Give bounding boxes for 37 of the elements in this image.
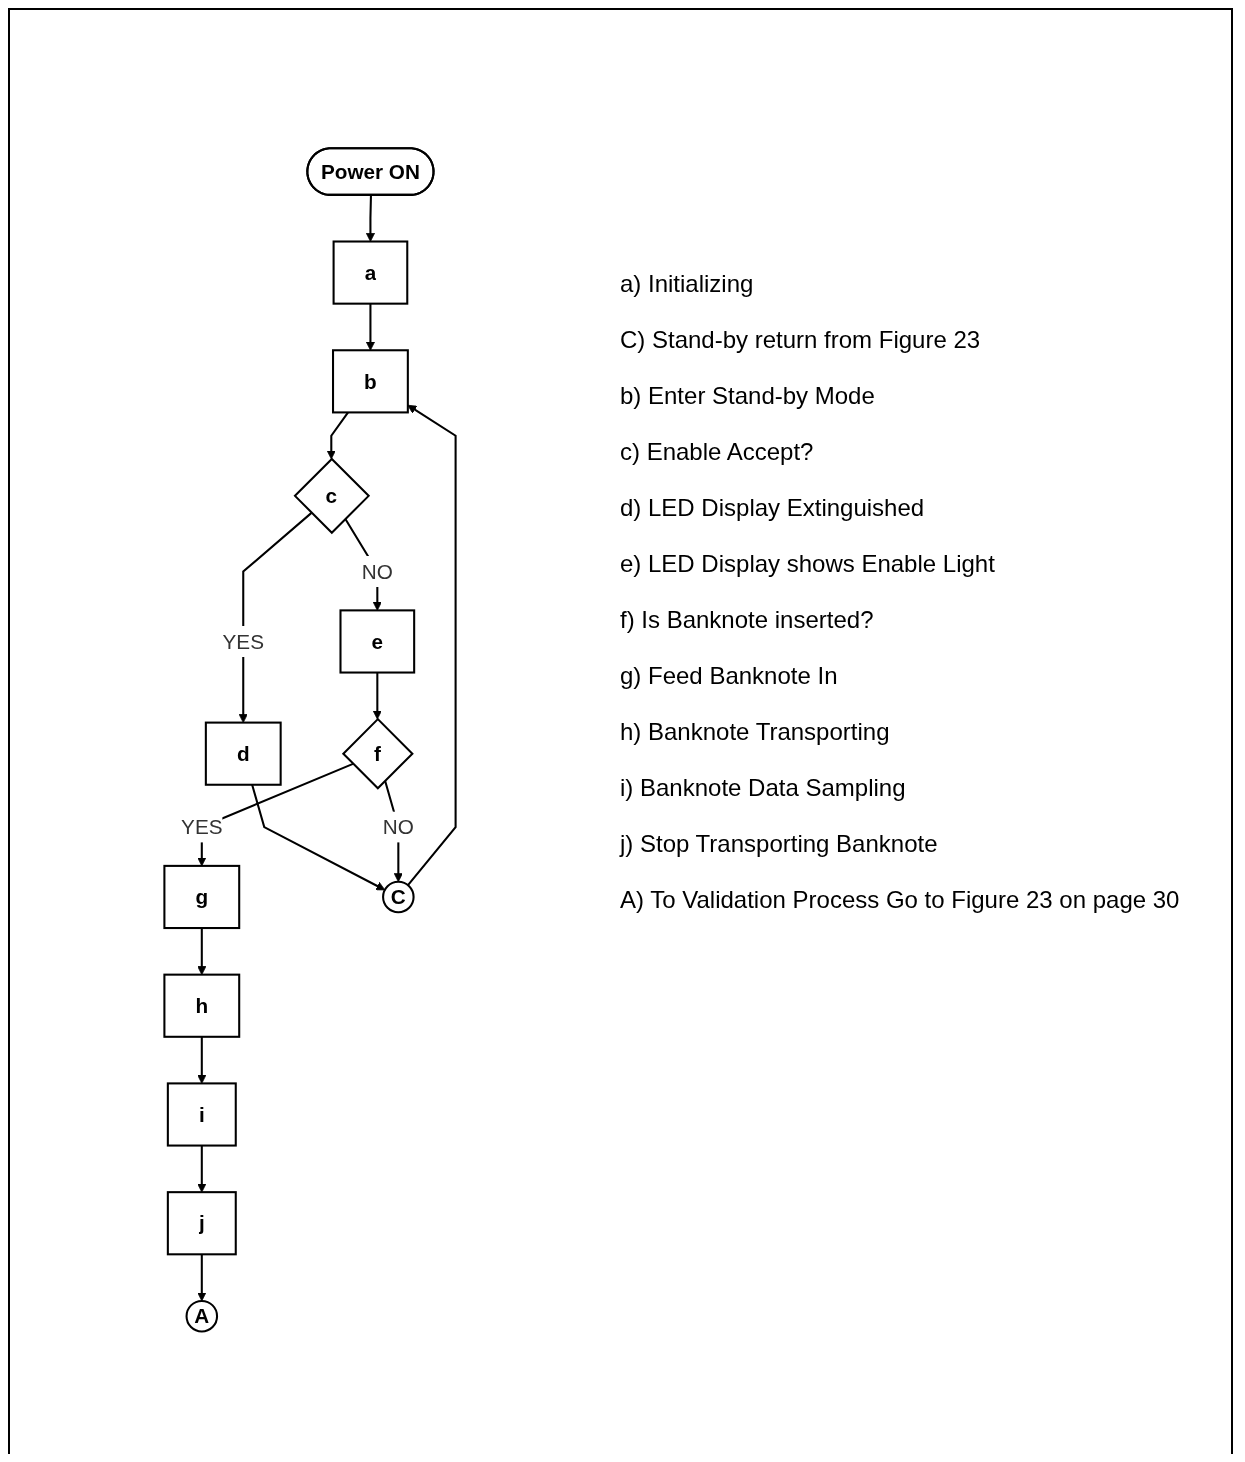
arrow — [372, 672, 382, 720]
note-text: i) Banknote Data Sampling — [620, 774, 907, 802]
node-box: e — [339, 609, 416, 674]
arrow — [238, 512, 313, 723]
node-box: g — [163, 864, 241, 930]
note-text: j) Stop Transporting Banknote — [620, 830, 939, 858]
edge-label: NO — [361, 560, 393, 583]
note-text: C) Stand-by return from Figure 23 — [620, 326, 982, 354]
note-text: h) Banknote Transporting — [620, 718, 891, 746]
node-diamond: c — [293, 457, 371, 535]
note-text: e) LED Display shows Enable Light — [620, 550, 996, 578]
node-box: d — [204, 721, 282, 786]
arrow — [407, 404, 457, 886]
node-box: h — [163, 973, 241, 1038]
edge-label: YES — [222, 630, 264, 653]
note-text: A) To Validation Process Go to Figure 23 on page 30 — [620, 886, 1180, 914]
note-text: b) Enter Stand-by Mode — [620, 382, 876, 410]
node-box: j — [166, 1191, 237, 1256]
node-circle: A — [185, 1299, 219, 1333]
arrow — [197, 1145, 207, 1193]
note-text: f) Is Banknote inserted? — [620, 606, 875, 634]
note-text: a) Initializing — [620, 270, 755, 298]
node-box: b — [332, 349, 409, 414]
arrow — [365, 303, 375, 351]
node-diamond: f — [341, 717, 414, 790]
note-text: d) LED Display Extinguished — [620, 494, 926, 522]
edge-label: NO — [382, 815, 414, 839]
node-box: a — [332, 240, 409, 305]
node-circle: C — [382, 880, 415, 914]
arrow — [197, 1036, 207, 1084]
arrow — [365, 195, 375, 242]
node-box: i — [166, 1082, 237, 1147]
arrow — [251, 784, 386, 891]
note-text: g) Feed Banknote In — [620, 662, 839, 690]
note-text: c) Enable Accept? — [620, 438, 815, 466]
edge-label: YES — [181, 815, 223, 839]
arrow — [197, 1254, 207, 1302]
